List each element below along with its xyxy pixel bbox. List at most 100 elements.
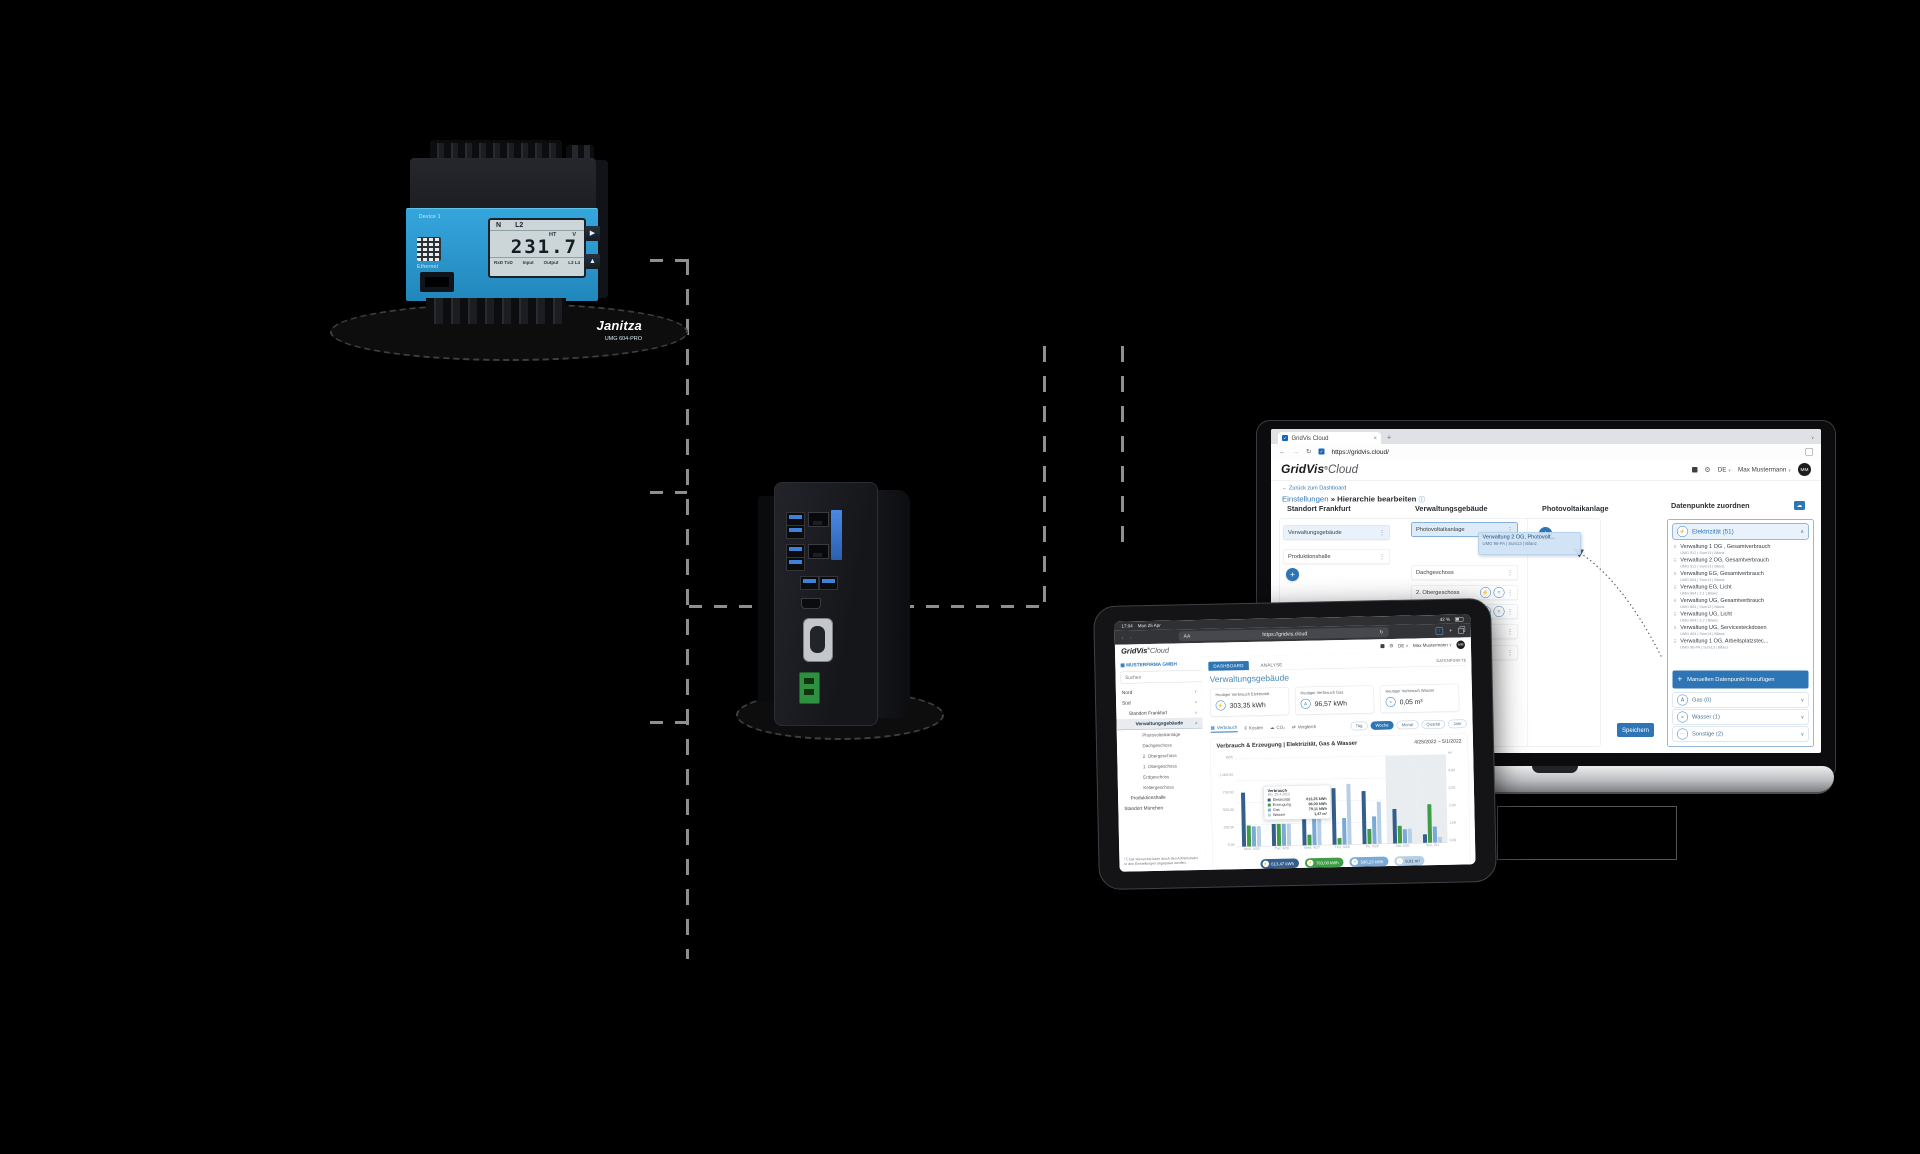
datapoints-link[interactable]: DATENPUNKTE: [1436, 657, 1467, 664]
apps-icon[interactable]: [1380, 644, 1385, 649]
gear-icon[interactable]: ⚙: [1389, 643, 1394, 649]
drag-handle-icon[interactable]: ⠿: [1673, 598, 1677, 604]
chevron-icon[interactable]: ∧: [1194, 700, 1198, 704]
chevron-down-icon[interactable]: ∨: [1811, 435, 1814, 441]
install-icon[interactable]: [1805, 447, 1813, 456]
hierarchy-card[interactable]: Produktionshalle⋮: [1283, 549, 1390, 564]
meter-next-button[interactable]: ▶: [585, 226, 600, 241]
back-icon[interactable]: ‹: [1121, 634, 1124, 642]
pill-tag[interactable]: Tag: [1350, 721, 1368, 731]
pill-woche[interactable]: Woche: [1370, 720, 1394, 730]
drag-handle-icon[interactable]: ⠿: [1673, 558, 1677, 563]
mode-kosten[interactable]: €Kosten: [1244, 724, 1263, 732]
apps-icon[interactable]: [1691, 466, 1698, 473]
datapoint-group-other[interactable]: ⋯Sonstige (2)∨: [1672, 726, 1809, 742]
language-select[interactable]: DE ∨: [1398, 643, 1409, 649]
more-icon[interactable]: ⋮: [1507, 628, 1513, 635]
browser-tab[interactable]: ✓ GridVis Cloud ×: [1278, 432, 1381, 444]
drag-handle-icon[interactable]: ⠿: [1673, 585, 1677, 590]
user-menu[interactable]: Max Mustermann ∨: [1738, 466, 1791, 473]
new-tab-icon[interactable]: +: [1448, 627, 1453, 634]
chevron-icon[interactable]: ∧: [1194, 721, 1198, 725]
avatar[interactable]: MM: [1798, 463, 1811, 476]
chevron-icon[interactable]: ∨: [1194, 689, 1197, 694]
more-icon[interactable]: ⋮: [1507, 569, 1513, 576]
pill-jahr[interactable]: Jahr: [1448, 719, 1467, 729]
gear-icon[interactable]: ⚙: [1704, 465, 1711, 474]
drag-handle-icon[interactable]: ⠿: [1673, 612, 1677, 617]
share-icon[interactable]: ↑: [1435, 627, 1444, 635]
more-icon[interactable]: ⋮: [1379, 553, 1385, 560]
cloud-sync-icon[interactable]: ☁: [1794, 501, 1805, 510]
chart-date-range[interactable]: 4/25/2022 – 5/1/2022: [1414, 738, 1462, 746]
mode-verbrauch[interactable]: ▦Verbrauch: [1210, 724, 1238, 733]
reader-icon[interactable]: AA: [1183, 633, 1191, 640]
company-name[interactable]: ▦ MUSTERFIRMA GMBH: [1120, 661, 1177, 669]
more-icon[interactable]: ⋮: [1507, 526, 1513, 533]
browser-urlbar[interactable]: ← → ↻ ✓ https://gridvis.cloud/: [1271, 444, 1821, 460]
more-icon[interactable]: ⋮: [1507, 589, 1513, 596]
more-icon[interactable]: ⋮: [1507, 608, 1513, 615]
more-icon[interactable]: ⋮: [1507, 649, 1513, 656]
new-tab-icon[interactable]: +: [1387, 433, 1392, 441]
language-select[interactable]: DE ∨: [1717, 466, 1732, 473]
forward-icon[interactable]: →: [1292, 447, 1300, 456]
mode-vergleich[interactable]: ⇄Vergleich: [1292, 723, 1316, 731]
add-node-button[interactable]: +: [1286, 568, 1299, 581]
hierarchy-card[interactable]: Verwaltungsgebäude⋮: [1283, 525, 1390, 540]
forward-icon[interactable]: ›: [1129, 633, 1132, 641]
summary-chip[interactable]: ⚡783,00 kWh: [1304, 857, 1344, 868]
pill-monat[interactable]: Monat: [1396, 720, 1419, 730]
tab-dashboard[interactable]: DASHBOARD: [1208, 660, 1249, 671]
drag-handle-icon[interactable]: ⠿: [1673, 544, 1677, 550]
datapoint-group-water[interactable]: ≈Wasser (1)∨: [1672, 709, 1809, 725]
reload-icon[interactable]: ↻: [1379, 629, 1384, 635]
back-icon[interactable]: ←: [1279, 447, 1286, 456]
reload-icon[interactable]: ↻: [1306, 447, 1312, 456]
drag-handle-icon[interactable]: ⠿: [1673, 639, 1677, 644]
sidebar-item-standort-m-nchen[interactable]: Standort München: [1118, 802, 1204, 814]
mode-co₂[interactable]: ☁CO₂: [1270, 723, 1285, 731]
breadcrumb-section[interactable]: Einstellungen: [1282, 495, 1329, 504]
chevron-down-icon[interactable]: ∨: [1800, 697, 1804, 703]
meter-up-button[interactable]: ▲: [585, 254, 600, 269]
tabs-icon[interactable]: [1458, 627, 1464, 634]
chip-value: 9,81 m³: [1405, 858, 1420, 864]
save-button[interactable]: Speichern: [1617, 723, 1654, 737]
summary-chip[interactable]: ⚡613,47 kWh: [1260, 858, 1300, 869]
add-manual-datapoint-button[interactable]: + Manuellen Datenpunkt hinzufügen: [1672, 670, 1809, 689]
url-text[interactable]: https://gridvis.cloud: [1262, 630, 1308, 638]
search-input[interactable]: [1120, 669, 1204, 684]
avatar[interactable]: MM: [1456, 640, 1466, 649]
datapoint-group-electricity[interactable]: ⚡ Elektrizität (51) ∧: [1672, 523, 1809, 540]
url-text[interactable]: https://gridvis.cloud/: [1331, 447, 1389, 456]
datapoint-item[interactable]: ⠿Verwaltung 1 OG, Arbeitsplatzstec...UMG…: [1673, 637, 1811, 651]
pill-quartal[interactable]: Quartal: [1421, 719, 1446, 729]
drag-handle-icon[interactable]: ⠿: [1673, 625, 1677, 631]
tab-analyse[interactable]: ANALYSE: [1260, 662, 1283, 668]
hierarchy-card[interactable]: Dachgeschoss⋮: [1411, 565, 1518, 580]
chevron-icon[interactable]: ∧: [1194, 710, 1198, 715]
chevron-down-icon[interactable]: ∨: [1800, 714, 1804, 720]
summary-chip[interactable]: ≈9,81 m³: [1394, 855, 1425, 866]
add-button-label: Manuellen Datenpunkt hinzufügen: [1687, 676, 1775, 683]
more-icon[interactable]: ⋮: [1379, 529, 1385, 536]
chevron-down-icon[interactable]: ∨: [1800, 731, 1804, 737]
user-menu[interactable]: Max Mustermann ∨: [1412, 642, 1453, 649]
info-icon[interactable]: ⓘ: [1418, 495, 1426, 504]
bar-wasser: [1407, 828, 1412, 844]
tab-close-icon[interactable]: ×: [1373, 434, 1377, 442]
back-to-dashboard-link[interactable]: ← Zurück zum Dashboard: [1282, 485, 1347, 491]
drag-handle-icon[interactable]: ⠿: [1673, 571, 1677, 577]
collapse-icon[interactable]: ∧: [1800, 528, 1804, 535]
